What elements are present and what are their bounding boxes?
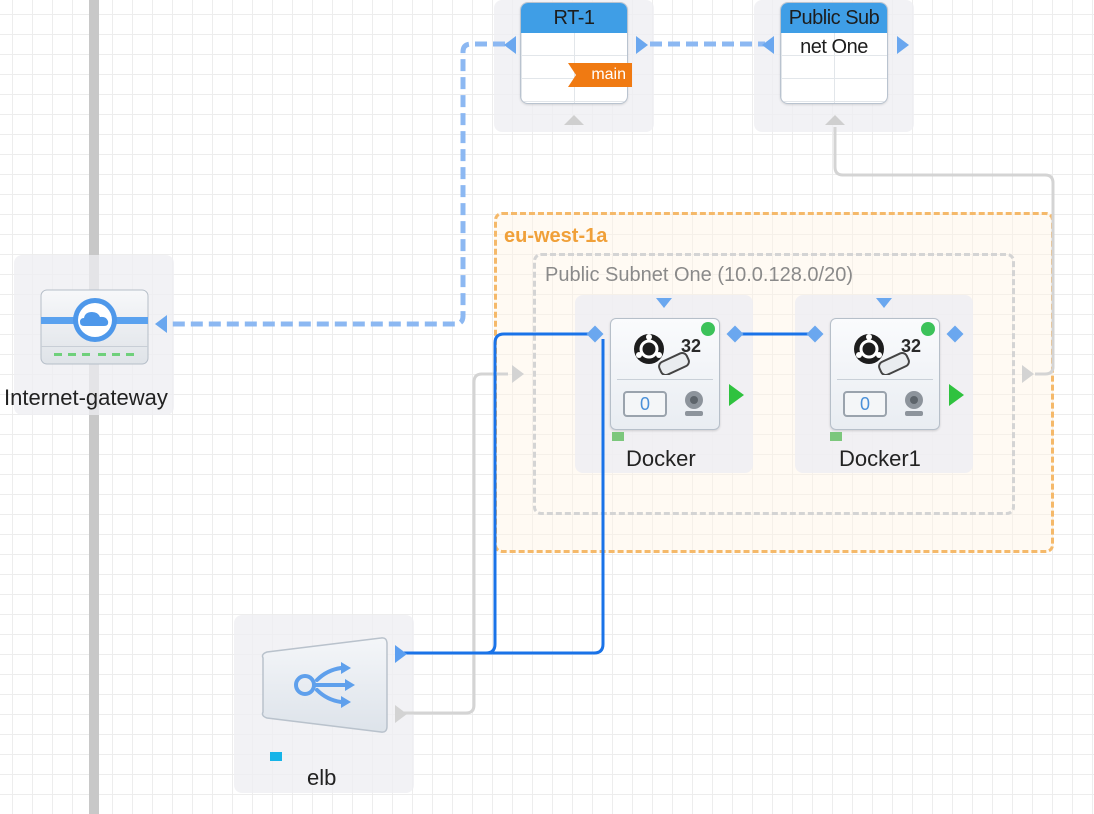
cloud-icon: [40, 289, 149, 365]
running-status-dot: [921, 322, 935, 336]
disk-icon: [658, 351, 690, 375]
subnet-label: Public Subnet One (10.0.128.0/20): [545, 264, 853, 286]
subnet-table-port-left[interactable]: [762, 36, 774, 54]
docker1-port-top[interactable]: [876, 298, 892, 308]
docker-instance[interactable]: 32 0: [610, 318, 720, 430]
elb-state-indicator: [270, 752, 282, 761]
docker1-state-indicator: [830, 432, 842, 441]
load-balancer-icon: [261, 637, 388, 733]
route-table-port-left[interactable]: [504, 36, 516, 54]
elb-docker-connection: [404, 339, 605, 655]
internet-gateway-label: Internet-gateway: [4, 385, 168, 410]
elb-subnet-connection: [404, 372, 508, 715]
docker1-label: Docker1: [839, 446, 921, 471]
subnet-association-connection: [833, 127, 1055, 376]
igw-port[interactable]: [155, 315, 167, 333]
route-table-port-bottom[interactable]: [564, 115, 584, 125]
subnet-table-node[interactable]: Public Sub net One: [780, 2, 888, 104]
disk-icon: [878, 351, 910, 375]
igw-route-connection: [170, 41, 505, 327]
subnet-table-title-line2: net One: [800, 36, 868, 58]
running-status-dot: [701, 322, 715, 336]
subnet-port-left[interactable]: [512, 365, 524, 383]
subnet-table-port-bottom[interactable]: [825, 115, 845, 125]
internet-gateway-node[interactable]: [40, 288, 150, 368]
webcam-icon: [905, 391, 923, 416]
route-table-port-right[interactable]: [636, 36, 648, 54]
elb-port-right-blue[interactable]: [395, 645, 407, 663]
instance-divider: [837, 379, 933, 380]
instance-count: 32: [901, 336, 922, 356]
webcam-icon: [685, 391, 703, 416]
docker1-start-icon[interactable]: [949, 384, 964, 406]
ubuntu-icon: [854, 334, 910, 375]
availability-zone-label: eu-west-1a: [504, 225, 608, 247]
subnet-table-body: [781, 33, 887, 103]
instance-count: 32: [681, 336, 702, 356]
volume-icon[interactable]: 0: [843, 391, 887, 417]
docker-start-icon[interactable]: [729, 384, 744, 406]
route-table-title: RT-1: [521, 3, 627, 33]
instance-divider: [617, 379, 713, 380]
elb-port-right-grey[interactable]: [395, 705, 407, 723]
docker-label: Docker: [626, 446, 696, 471]
subnet-container[interactable]: [533, 253, 1015, 515]
elb-label: elb: [307, 765, 337, 790]
docker1-instance[interactable]: 32 0: [830, 318, 940, 430]
elb-node[interactable]: [257, 636, 391, 734]
subnet-table-title: Public Sub: [781, 3, 887, 33]
volume-icon[interactable]: 0: [623, 391, 667, 417]
main-route-badge: main: [568, 63, 632, 87]
docker-state-indicator: [612, 432, 624, 441]
subnet-table-port-right[interactable]: [897, 36, 909, 54]
elb-docker-connection-b: [404, 332, 590, 655]
route-table-node[interactable]: RT-1: [520, 2, 628, 104]
docker-port-top[interactable]: [656, 298, 672, 308]
subnet-port-right[interactable]: [1022, 365, 1034, 383]
ubuntu-icon: [634, 334, 690, 375]
